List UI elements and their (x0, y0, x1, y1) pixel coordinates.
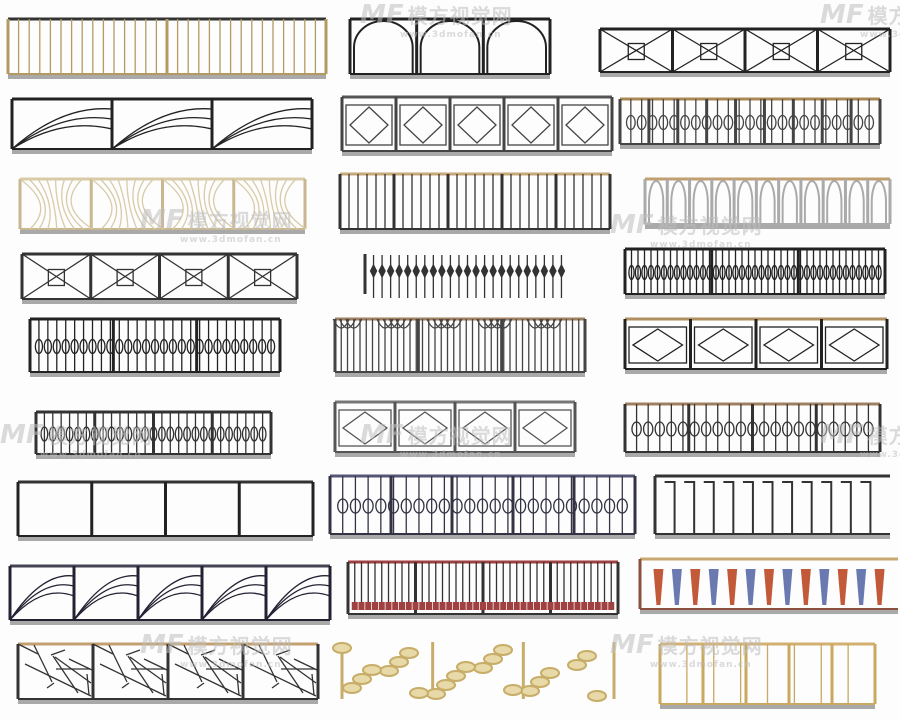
railing-thumbnail[interactable] (340, 93, 614, 157)
railing-thumbnail[interactable] (333, 398, 577, 458)
railing-thumbnail[interactable] (332, 315, 587, 378)
railing-thumbnail[interactable] (623, 315, 889, 375)
railing-thumbnail[interactable] (18, 175, 307, 235)
railing-thumbnail[interactable] (348, 15, 552, 80)
railing-thumbnail[interactable] (332, 638, 616, 705)
railing-thumbnail[interactable] (20, 250, 299, 305)
watermark-logo: MF (610, 630, 654, 660)
railing-thumbnail[interactable] (638, 555, 898, 615)
railing-thumbnail[interactable] (16, 640, 320, 705)
railing-thumbnail[interactable] (363, 250, 570, 300)
railing-thumbnail[interactable] (16, 478, 315, 542)
railing-thumbnail[interactable] (346, 558, 620, 620)
railing-thumbnail[interactable] (623, 400, 882, 458)
watermark-url: www.3dmofan.cn (180, 235, 282, 245)
railing-thumbnail[interactable] (34, 408, 273, 460)
railing-thumbnail[interactable] (328, 472, 637, 540)
railing-thumbnail[interactable] (28, 315, 282, 378)
railing-thumbnail[interactable] (6, 15, 328, 80)
railing-thumbnail[interactable] (8, 562, 332, 626)
railing-thumbnail[interactable] (598, 25, 892, 78)
railing-thumbnail[interactable] (10, 95, 314, 155)
railing-thumbnail[interactable] (618, 95, 882, 150)
railing-thumbnail[interactable] (643, 175, 892, 230)
railing-thumbnail[interactable] (653, 472, 890, 540)
railing-thumbnail[interactable] (338, 170, 612, 235)
railing-thumbnail[interactable] (658, 640, 877, 710)
railing-thumbnail[interactable] (623, 245, 887, 300)
